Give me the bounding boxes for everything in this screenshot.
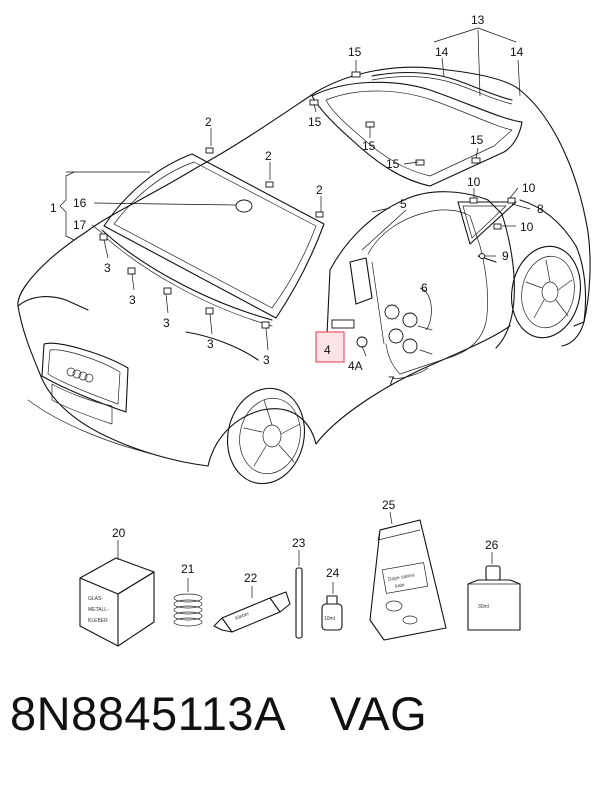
jar-label: 30ml	[478, 604, 489, 610]
accessory-products: GLAS- METALL- KLEBER Kleber	[79, 498, 521, 647]
car-illustration	[17, 27, 591, 485]
callout-labels: 1 2 2 2 3 3 3 3 3 4 4A 5 6 7 8 9 10 10 1…	[50, 13, 544, 388]
part-number-footer: 8N8845113A VAG	[10, 686, 590, 756]
accessory-bag: Dope saires kate	[369, 511, 447, 641]
callout-14-right: 14	[510, 45, 524, 59]
callout-15-e: 15	[470, 133, 484, 147]
glue-stick-rod	[295, 550, 303, 639]
callout-17: 17	[73, 218, 87, 232]
callout-23: 23	[292, 536, 306, 550]
callout-21: 21	[181, 562, 195, 576]
glue-box: GLAS- METALL- KLEBER	[79, 540, 155, 647]
callout-3-d: 3	[207, 337, 214, 351]
callout-3-b: 3	[129, 293, 136, 307]
callout-15-c: 15	[362, 139, 376, 153]
primer-jar: 30ml	[467, 552, 521, 631]
vendor-name: VAG	[329, 687, 428, 740]
front-wheel	[226, 387, 306, 485]
part-number: 8N8845113A	[10, 687, 286, 740]
callout-4a: 4A	[348, 359, 363, 373]
glue-box-line2: METALL-	[88, 607, 109, 613]
bottle-label: 10ml	[324, 616, 335, 622]
glue-box-line3: KLEBER	[88, 618, 108, 624]
callout-16: 16	[73, 196, 87, 210]
adhesive-tube: Kleber	[213, 586, 291, 633]
callout-1: 1	[50, 201, 57, 215]
callout-15-b: 15	[308, 115, 322, 129]
callout-7: 7	[388, 374, 395, 388]
bag-label-line1: Dope saires	[388, 572, 416, 583]
callout-22: 22	[244, 571, 258, 585]
callout-5: 5	[400, 197, 407, 211]
callout-26: 26	[485, 538, 499, 552]
callout-3-c: 3	[163, 316, 170, 330]
highlight-box	[315, 331, 345, 363]
callout-9: 9	[502, 249, 509, 263]
callout-14-left: 14	[435, 45, 449, 59]
leader-lines	[59, 27, 531, 379]
callout-15-a: 15	[348, 45, 362, 59]
callout-25: 25	[382, 498, 396, 512]
bag-label-line2: kate	[395, 582, 406, 590]
callout-24: 24	[326, 566, 340, 580]
callout-3-a: 3	[104, 261, 111, 275]
tube-label: Kleber	[235, 611, 251, 622]
callout-10-c: 10	[520, 220, 534, 234]
rear-wheel	[511, 245, 581, 339]
callout-10-a: 10	[467, 175, 481, 189]
callout-2-right: 2	[316, 183, 323, 197]
wire-coil	[173, 578, 203, 627]
callout-10-b: 10	[522, 181, 536, 195]
callout-3-e: 3	[263, 353, 270, 367]
callout-15-d: 15	[386, 157, 400, 171]
callout-2-left: 2	[205, 115, 212, 129]
callout-8: 8	[537, 202, 544, 216]
callout-20: 20	[112, 526, 126, 540]
glue-box-line1: GLAS-	[88, 596, 103, 602]
callout-2-mid: 2	[265, 149, 272, 163]
small-bottle: 10ml	[321, 582, 343, 631]
callout-13: 13	[471, 13, 485, 27]
callout-6: 6	[421, 281, 428, 295]
callout-4: 4	[324, 343, 331, 357]
